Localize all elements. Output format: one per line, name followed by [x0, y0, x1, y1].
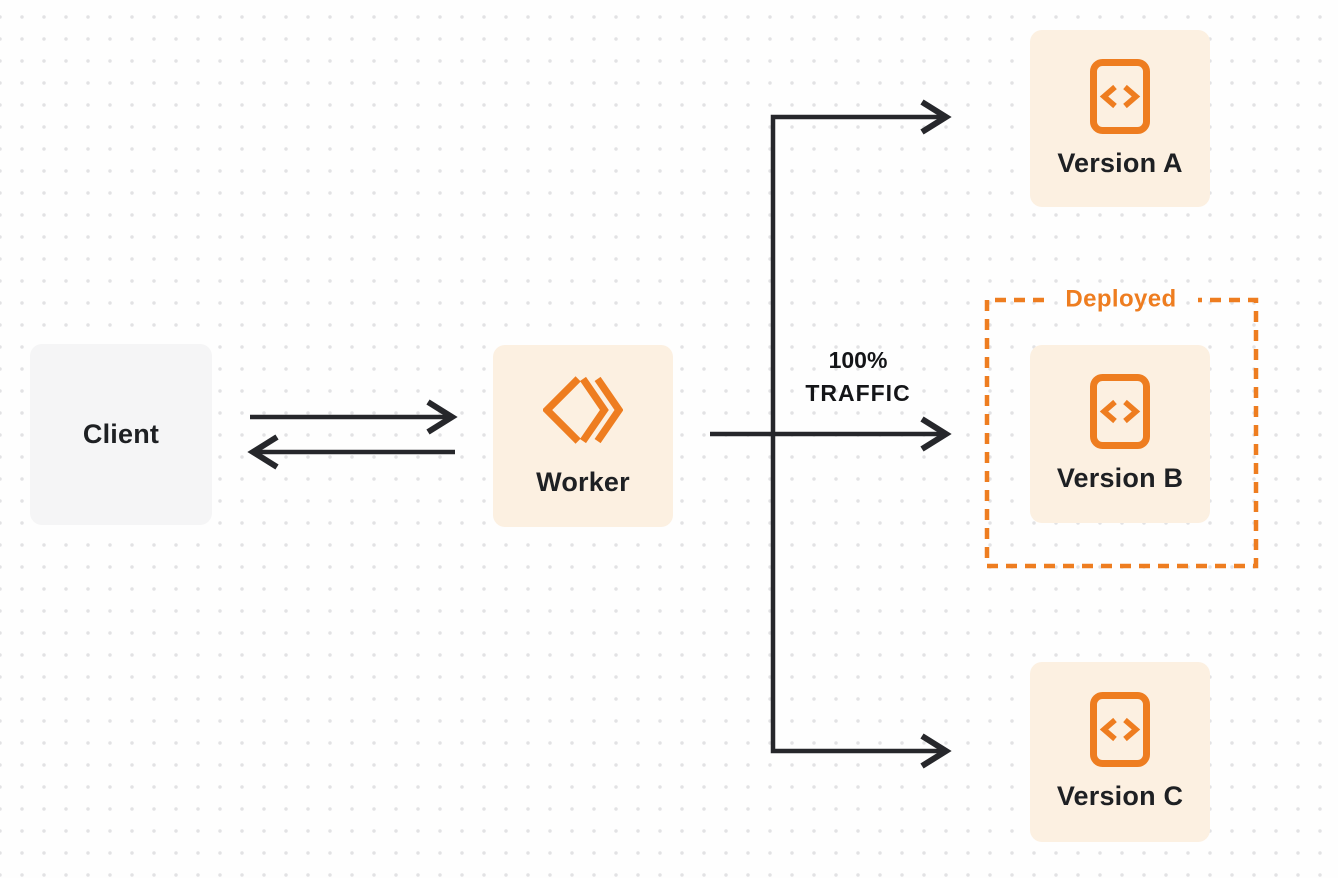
cloudflare-workers-icon [543, 375, 623, 444]
code-file-icon [1090, 692, 1150, 767]
node-version-a: Version A [1030, 30, 1210, 207]
node-version-b: Version B [1030, 345, 1210, 523]
node-worker-label: Worker [536, 466, 630, 497]
node-version-c: Version C [1030, 662, 1210, 842]
node-version-c-label: Version C [1056, 781, 1184, 811]
node-worker: Worker [493, 345, 673, 527]
traffic-word-label: TRAFFIC [805, 380, 911, 406]
arrow-worker-to-client [247, 434, 455, 470]
arrow-worker-to-version-b [710, 416, 952, 452]
node-version-b-label: Version B [1056, 463, 1184, 493]
node-client: Client [30, 344, 212, 525]
node-client-label: Client [82, 419, 160, 449]
arrow-client-to-worker [250, 399, 458, 435]
branch-to-version-a-and-c [770, 99, 952, 769]
traffic-annotation: 100% TRAFFIC [805, 344, 910, 410]
code-file-icon [1090, 374, 1150, 449]
traffic-percent-label: 100% [828, 347, 888, 373]
code-file-icon [1090, 58, 1150, 134]
node-version-a-label: Version A [1057, 147, 1183, 178]
deployed-group-label: Deployed [1065, 285, 1177, 313]
